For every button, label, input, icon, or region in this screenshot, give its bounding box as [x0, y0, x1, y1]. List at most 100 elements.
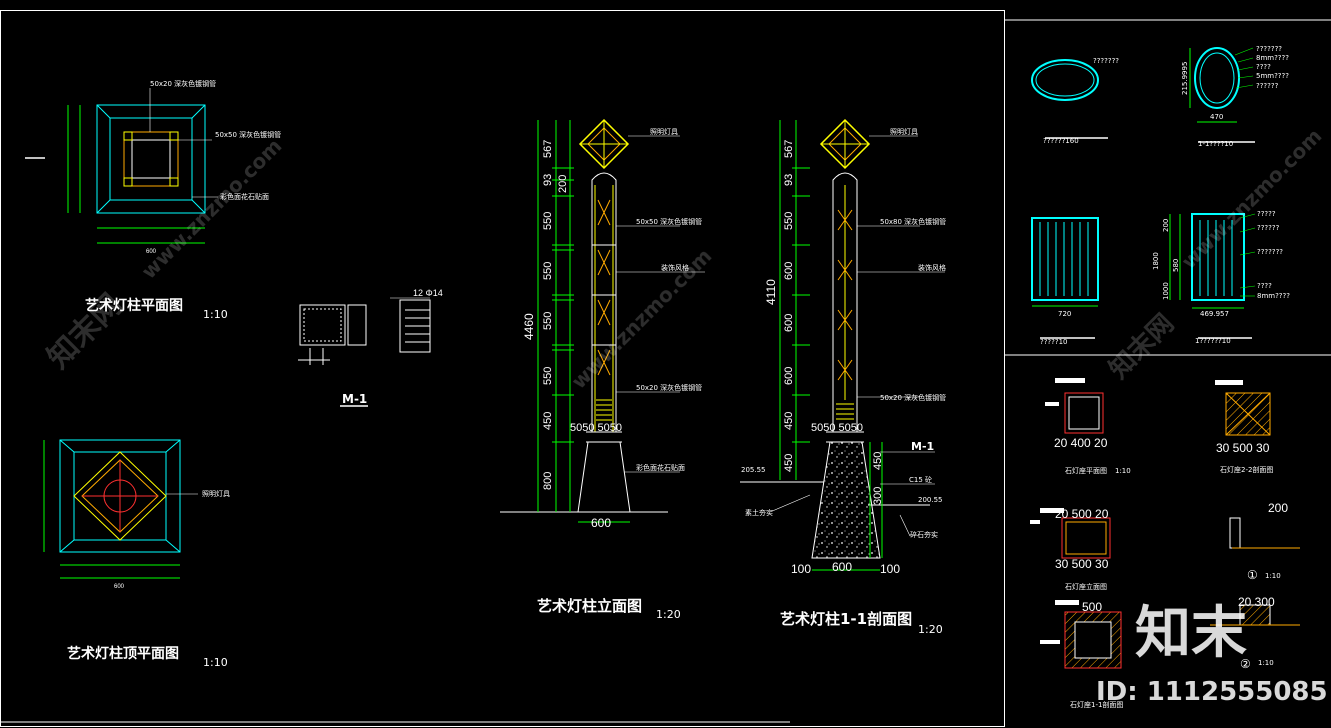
sec-segment-dims: 567 93 550 600 600 600 450 450 450 300 [783, 140, 884, 505]
plan-stone-label: 彩色面花石贴面 [220, 192, 269, 201]
cap-code: ???? [1256, 63, 1271, 71]
top-lamp-label: 照明灯具 [202, 489, 230, 498]
sec-seg-dim: 600 [783, 314, 795, 332]
sec-lamp-label: 照明灯具 [890, 127, 918, 136]
sec-c15-label: C15 砼 [909, 475, 932, 484]
stone-light-labels: 石灯座平面图 1:10 石灯座2-2剖面图 石灯座立面图 石灯座1-1剖面图 ①… [1054, 436, 1288, 709]
sec-seg-dim: 567 [783, 140, 795, 158]
sec-seg-dim: 600 [783, 262, 795, 280]
elev-top-dims: 5050 5050 [570, 422, 622, 434]
lamp-details [1031, 47, 1256, 339]
body-height: 580 [1172, 259, 1180, 272]
sec-m1-label: M-1 [911, 440, 934, 453]
top-plan-scale: 1:10 [203, 656, 228, 669]
stone-dim-d: 30 500 30 [1055, 557, 1109, 571]
body-width2: 469.957 [1200, 310, 1229, 318]
elevation-view [500, 118, 705, 523]
cap-code: ?????? [1256, 82, 1279, 90]
body-code: 8mm???? [1257, 292, 1290, 300]
watermark-brand: 知末 [1135, 601, 1247, 666]
ring-code: ??????? [1093, 57, 1119, 65]
top-plan-title: 艺术灯柱顶平面图 [67, 645, 179, 662]
detail-2-scale: 1:10 [1258, 659, 1274, 667]
elevation-scale: 1:20 [656, 608, 681, 621]
stone-dim-e: 500 [1082, 600, 1102, 614]
detail-1-scale: 1:10 [1265, 572, 1281, 580]
cap-height: 215.9995 [1181, 62, 1189, 95]
watermark-layer: 知末网 www.znzmo.com www.znzmo.com 知末网 www.… [41, 124, 1326, 394]
elev-seg-dim: 567 [542, 140, 554, 158]
detail-circle-1: ① [1247, 568, 1258, 582]
stone-dim-b: 30 500 30 [1216, 441, 1270, 455]
plan-title: 艺术灯柱平面图 [85, 297, 183, 314]
stone-dim-c: 20 500 20 [1055, 507, 1109, 521]
elev-seg-dim: 450 [542, 412, 554, 430]
cap-code: ??????? [1256, 45, 1282, 53]
watermark-site: www.znzmo.com [567, 244, 717, 394]
sec-top-dims: 5050 5050 [811, 422, 863, 434]
elev-stone-label: 彩色面花石贴面 [636, 463, 685, 472]
elev-seg-dim: 550 [542, 367, 554, 385]
sec-seg-dim: 550 [783, 212, 795, 230]
cap-code: 8mm???? [1256, 54, 1289, 62]
elev-seg-dim: 550 [542, 262, 554, 280]
stone-dim-a: 20 400 20 [1054, 436, 1108, 450]
sec-bottom-dim: 100 [791, 562, 811, 576]
body-height: 200 [1162, 219, 1170, 232]
stone-section1-title: 石灯座1-1剖面图 [1070, 700, 1123, 709]
body-code: ?????? [1257, 224, 1280, 232]
elev-seg-dim: 93 [542, 174, 554, 186]
sec-soil-label: 素土夯实 [745, 508, 773, 517]
sec-tube-small-label: 50x20 深灰色镀钢管 [880, 393, 946, 402]
sheet-border [0, 10, 1331, 727]
top-width-dim: 600 [114, 584, 125, 590]
sec-seg-dim: 93 [783, 174, 795, 186]
elev-total-dim: 4460 [522, 313, 536, 340]
top-plan-view [43, 439, 198, 579]
sec-elev-right: 200.55 [918, 496, 943, 504]
elev-seg-dim: 550 [542, 312, 554, 330]
m1-detail [298, 297, 431, 407]
m1-title: M-1 [342, 392, 367, 406]
detail-circle-2: ② [1240, 657, 1251, 671]
sec-bottom-dim: 100 [880, 562, 900, 576]
elev-seg-dim: 200 [557, 175, 569, 193]
sec-bottom-dim: 600 [832, 560, 852, 574]
watermark-site: www.znzmo.com [137, 134, 287, 284]
cap-width: 470 [1210, 113, 1223, 121]
sec-elev-left: 205.55 [741, 466, 766, 474]
cap-code: 5mm???? [1256, 72, 1289, 80]
elev-tube-small-label: 50x20 深灰色镀钢管 [636, 383, 702, 392]
body-width: 720 [1058, 310, 1071, 318]
sec-seg-dim: 450 [783, 412, 795, 430]
plan-scale: 1:10 [203, 308, 228, 321]
sec-total-dim: 4110 [764, 279, 778, 305]
body-label: ?????10 [1040, 338, 1067, 346]
body-code: ????? [1257, 210, 1276, 218]
sec-seg-dim: 600 [783, 367, 795, 385]
section-title: 艺术灯柱1-1剖面图 [780, 610, 912, 628]
stone-section2-title: 石灯座2-2剖面图 [1220, 465, 1273, 474]
sec-mid-dim: 300 [872, 487, 884, 505]
lamp-detail-labels: ??????? ??????160 ??????? 8mm???? ???? 5… [1040, 45, 1290, 346]
elev-tube-big-label: 50x50 深灰色镀钢管 [636, 217, 702, 226]
sec-tube-big-label: 50x80 深灰色镀钢管 [880, 217, 946, 226]
elev-seg-dim: 550 [542, 212, 554, 230]
section-view [740, 118, 945, 571]
elev-lamp-label: 照明灯具 [650, 127, 678, 136]
body-label2: 1??????10 [1195, 337, 1231, 345]
body-code: ??????? [1257, 248, 1283, 256]
stone-elev-title: 石灯座立面图 [1065, 582, 1107, 591]
stone-dim-f: 200 [1268, 501, 1288, 515]
sec-seg-dim: 450 [783, 454, 795, 472]
watermark-id: ID: 1112555085 [1096, 677, 1328, 707]
elev-segment-dims: 567 93 200 550 550 550 550 450 800 [542, 140, 569, 490]
stone-light-details [1030, 378, 1300, 669]
watermark-cn: 知末网 [1104, 309, 1180, 385]
sec-gravel-label: 碎石夯实 [910, 530, 938, 539]
body-height: 1800 [1152, 252, 1160, 270]
elev-base-width: 600 [591, 516, 611, 530]
ring-label: ??????160 [1043, 137, 1079, 145]
body-code: ???? [1257, 282, 1272, 290]
